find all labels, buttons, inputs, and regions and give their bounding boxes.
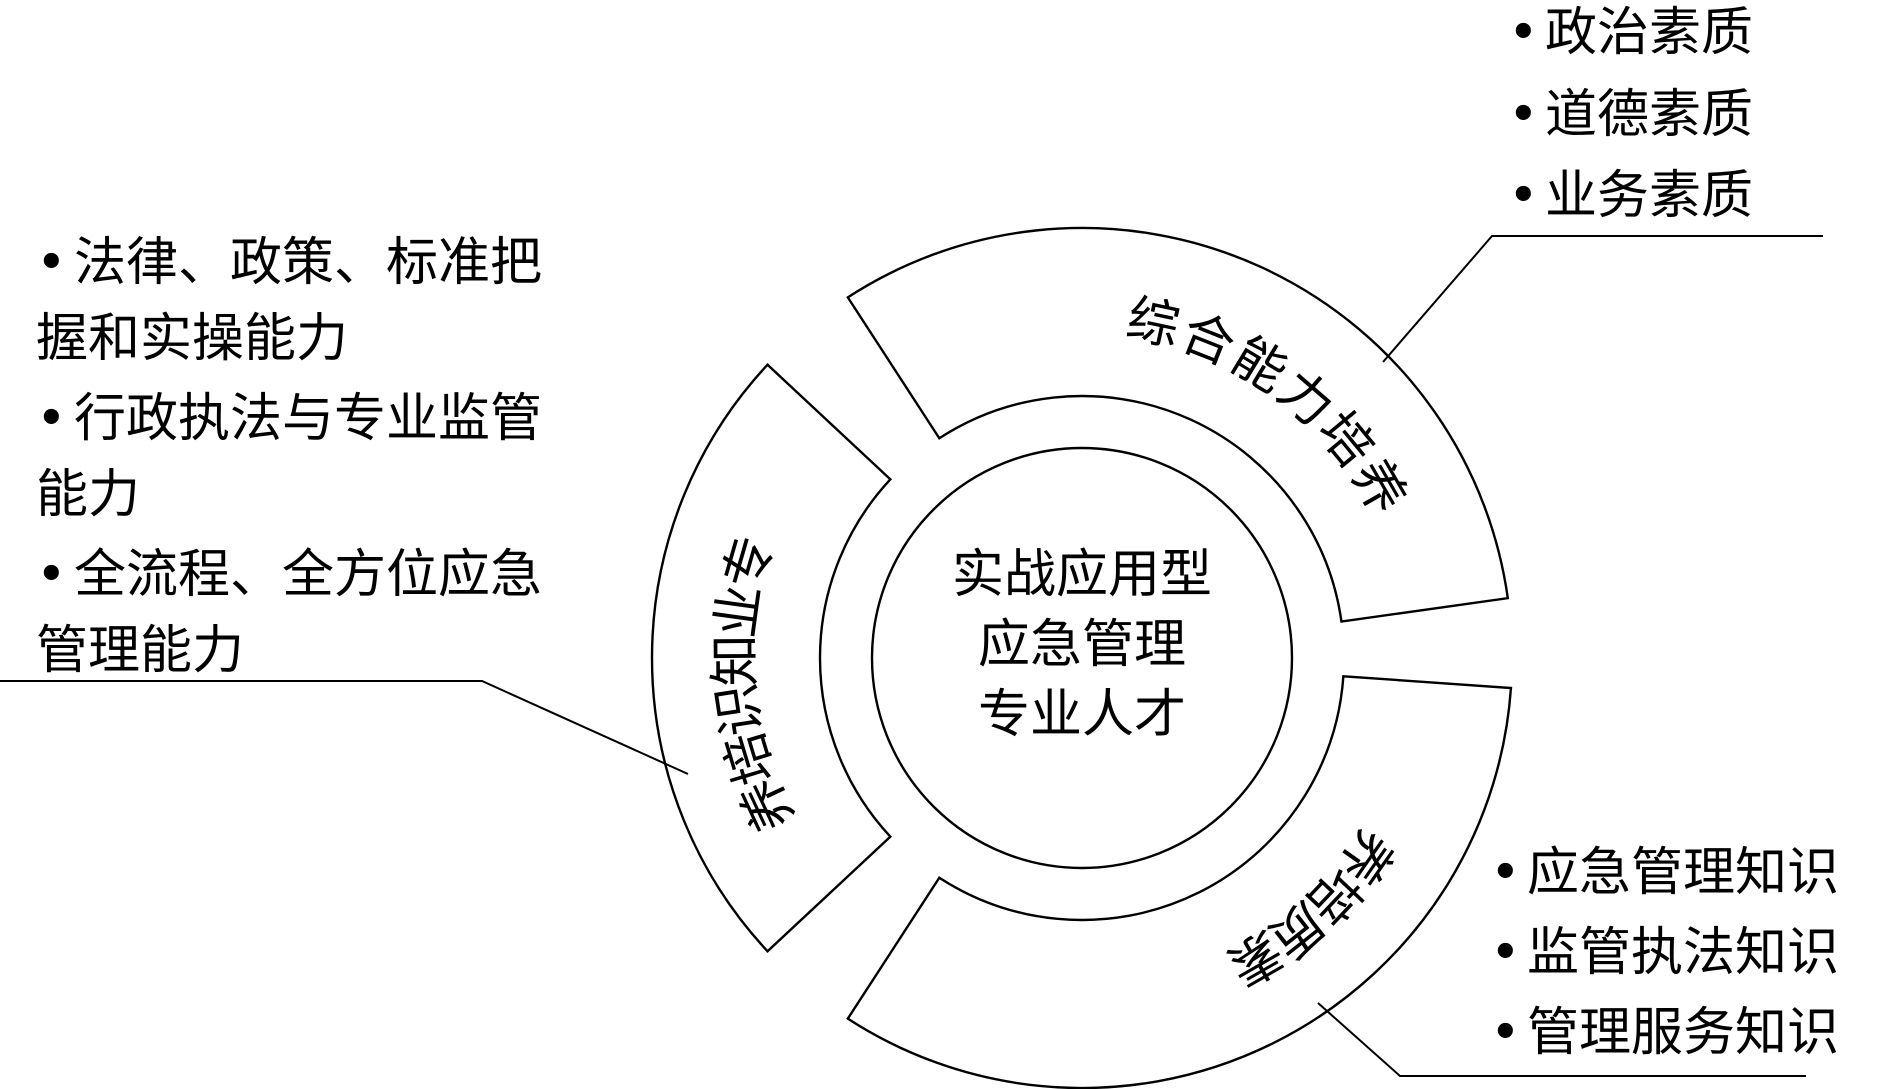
list-item-text-line-1: 法律、政策、标准把 <box>74 233 542 293</box>
list-item-text-line-1: 行政执法与专业监管 <box>74 389 542 449</box>
list-item-text: 应急管理知识 <box>1527 843 1839 903</box>
leader-line-top-right <box>1382 235 1823 363</box>
center-title-line-3: 专业人才 <box>978 685 1186 745</box>
bullet: • <box>1490 843 1521 903</box>
list-item-text: 道德素质 <box>1545 85 1753 145</box>
list-item-text: 政治素质 <box>1545 3 1753 63</box>
segment-professional-knowledge <box>650 363 893 953</box>
leader-line-left <box>0 680 689 775</box>
bullet: • <box>1490 923 1521 983</box>
list-item: • 业务素质 <box>1508 166 1753 226</box>
list-item-text: 业务素质 <box>1545 166 1753 226</box>
list-item-text-line-1: 全流程、全方位应急 <box>74 545 542 605</box>
list-item: • 管理服务知识 <box>1490 1003 1839 1063</box>
bullet: • <box>1490 1003 1521 1063</box>
list-item: • 应急管理知识 <box>1490 843 1839 903</box>
bullet: • <box>1508 85 1539 145</box>
segment-quality-training <box>846 674 1513 1089</box>
center-title-line-2: 应急管理 <box>978 615 1186 675</box>
list-item: • 道德素质 <box>1508 85 1753 145</box>
segment-label-char: 识 <box>706 680 773 740</box>
center-title: 实战应用型 应急管理 专业人才 <box>952 545 1212 745</box>
list-item: • 全流程、全方位应急 管理能力 <box>36 545 542 681</box>
bullet: • <box>1508 3 1539 63</box>
bullet: • <box>36 233 67 293</box>
bullet: • <box>36 545 67 605</box>
list-top-right: • 政治素质 • 道德素质 • 业务素质 <box>1508 3 1753 226</box>
segment-label-char: 知 <box>706 634 766 686</box>
list-left: • 法律、政策、标准把 握和实操能力 • 行政执法与专业监管 能力 • 全流程、… <box>36 233 542 681</box>
segment-comprehensive-ability <box>846 226 1510 623</box>
center-title-line-1: 实战应用型 <box>952 545 1212 605</box>
list-item-text-line-2: 握和实操能力 <box>36 309 348 369</box>
list-item: • 监管执法知识 <box>1490 923 1839 983</box>
list-bottom-right: • 应急管理知识 • 监管执法知识 • 管理服务知识 <box>1490 843 1839 1063</box>
bullet: • <box>1508 166 1539 226</box>
bullet: • <box>36 389 67 449</box>
list-item-text-line-2: 能力 <box>36 465 140 525</box>
list-item-text: 管理服务知识 <box>1527 1003 1839 1063</box>
leader-line-bottom-right <box>1317 1002 1806 1077</box>
list-item-text: 监管执法知识 <box>1527 923 1839 983</box>
list-item-text-line-2: 管理能力 <box>36 621 244 681</box>
center-circle <box>870 446 1294 870</box>
list-item: • 法律、政策、标准把 握和实操能力 <box>36 233 542 369</box>
segment-label-char: 业 <box>706 581 773 641</box>
segment-label-char: 综 <box>1121 289 1184 359</box>
list-item: • 行政执法与专业监管 能力 <box>36 389 542 525</box>
list-item: • 政治素质 <box>1508 3 1753 63</box>
